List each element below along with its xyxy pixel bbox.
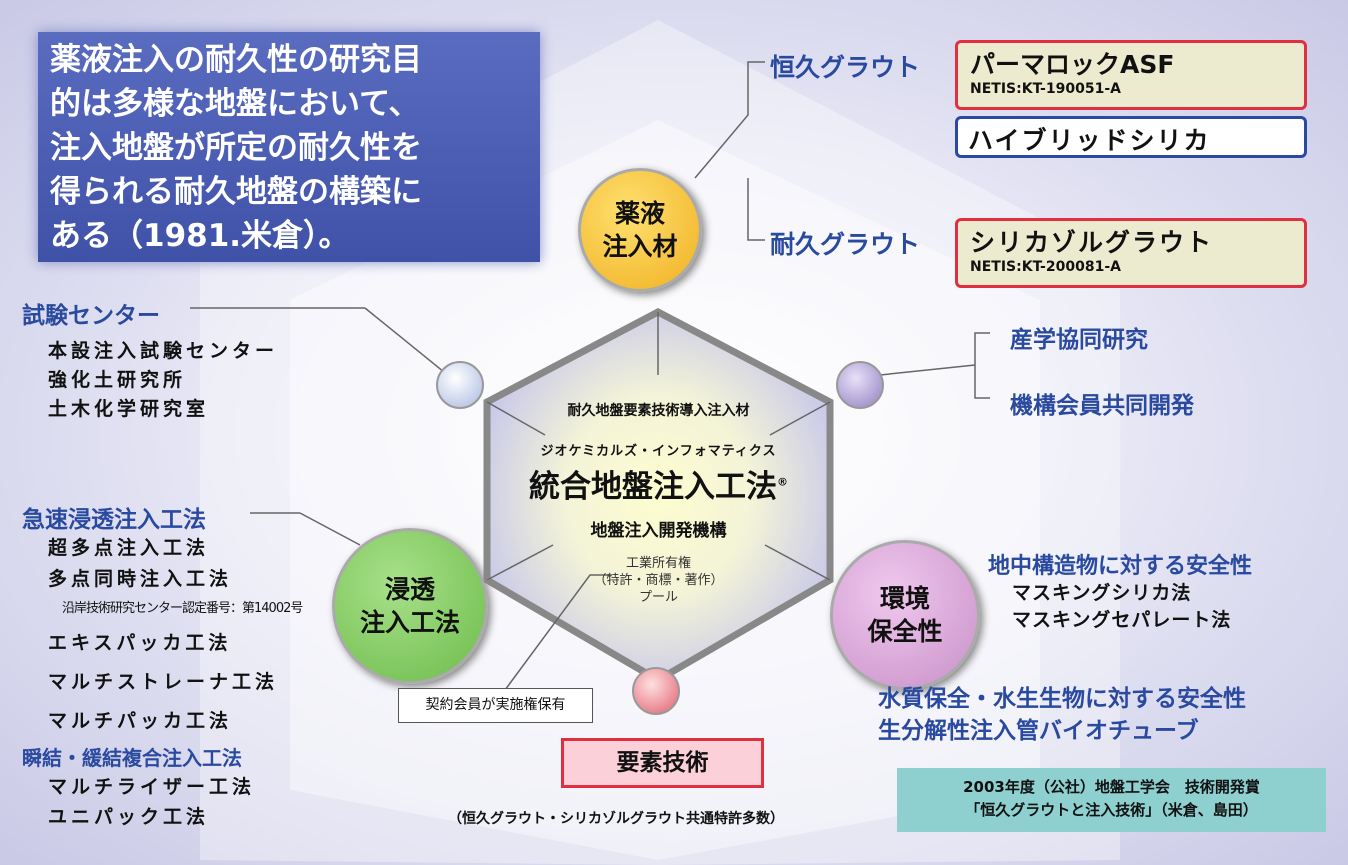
intro-line: 注入地盤が所定の耐久性を [50, 130, 422, 166]
test-item: 本設注入試験センター [48, 340, 279, 362]
durable-grout-label: 耐久グラウト [770, 230, 921, 259]
water-safety: 水質保全・水生生物に対する安全性生分解性注入管バイオチューブ [878, 683, 1246, 747]
test-center-list: 本設注入試験センター強化土研究所土木化学研究室 [48, 337, 278, 424]
silicasol-box: シリカゾルグラウト NETIS:KT-200081-A [955, 218, 1307, 288]
circle-label: 薬液 [614, 199, 665, 228]
circle-label: 注入材 [602, 232, 678, 261]
test-item: 土木化学研究室 [48, 398, 210, 420]
test-center-ball [436, 361, 484, 409]
intro-line: 的は多様な地盤において、 [50, 86, 420, 122]
intro-line: 得られる耐久地盤の構築に [50, 174, 422, 210]
method-item: 超多点注入工法 [48, 537, 210, 559]
more-method-list: エキスパッカ工法マルチストレーナ工法マルチパッカ工法 [48, 624, 278, 741]
asf-netis: NETIS:KT-190051-A [970, 81, 1121, 97]
method-item: ユニパック工法 [48, 806, 210, 828]
silicasol-name: シリカゾルグラウト [970, 228, 1214, 257]
hybrid-silica-box: ハイブリッドシリカ [955, 116, 1307, 158]
collab-ball [836, 361, 884, 409]
rapid-method-title: 急速浸透注入工法 [22, 507, 206, 533]
method-item: 多点同時注入工法 [48, 568, 233, 590]
safety-item: マスキングセパレート法 [1012, 609, 1232, 631]
center-title: 統合地盤注入工法 [529, 469, 777, 505]
ip-line: 工業所有権 [625, 556, 691, 571]
environment-circle: 環境保全性 [830, 540, 980, 690]
registered-mark: ® [777, 475, 788, 489]
center-kana: ジオケミカルズ・インフォマティクス [540, 444, 777, 459]
circle-label: 浸透 [384, 575, 435, 604]
intro-line: ある（1981.米倉）。 [50, 218, 350, 254]
rapid-method-list: 超多点注入工法多点同時注入工法 [48, 533, 232, 595]
test-center-title: 試験センター [22, 303, 160, 329]
water-line: 水質保全・水生生物に対する安全性 [878, 686, 1246, 712]
element-tech-box: 要素技術 [561, 738, 764, 788]
asf-box: パーマロックASF NETIS:KT-190051-A [955, 40, 1307, 110]
permeation-method-circle: 浸透注入工法 [332, 528, 488, 684]
chemical-grout-circle: 薬液注入材 [578, 168, 702, 292]
award-line: 「恒久グラウトと注入技術」（米倉、島田） [965, 801, 1258, 819]
element-ball [632, 667, 680, 715]
composite-method-title: 瞬結・緩結複合注入工法 [22, 746, 242, 770]
method-item: マルチパッカ工法 [48, 710, 233, 732]
safety-item: マスキングシリカ法 [1012, 582, 1192, 604]
ip-line: プール [638, 590, 678, 605]
composite-method-list: マルチライザー工法ユニパック工法 [48, 772, 255, 832]
award-box: 2003年度（公社）地盤工学会 技術開発賞「恒久グラウトと注入技術」（米倉、島田… [897, 768, 1326, 832]
circle-label: 環境 [879, 584, 930, 613]
safety-list: マスキングシリカ法マスキングセパレート法 [1012, 580, 1231, 634]
water-line: 生分解性注入管バイオチューブ [878, 718, 1199, 744]
collab-research: 産学協同研究 [1010, 327, 1148, 353]
certification-number: 沿岸技術研究センター認定番号：第14002号 [62, 601, 303, 616]
method-item: マルチライザー工法 [48, 776, 256, 798]
test-item: 強化土研究所 [48, 369, 187, 391]
intro-line: 薬液注入の耐久性の研究目 [50, 42, 422, 78]
center-hexagon-text: 耐久地盤要素技術導入注入材 ジオケミカルズ・インフォマティクス 統合地盤注入工法… [487, 400, 830, 606]
asf-name: パーマロックASF [970, 50, 1175, 79]
method-item: マルチストレーナ工法 [48, 671, 279, 693]
member-development: 機構会員共同開発 [1010, 393, 1194, 419]
circle-label: 保全性 [867, 617, 943, 646]
silicasol-netis: NETIS:KT-200081-A [970, 259, 1121, 275]
license-box: 契約会員が実施権保有 [398, 688, 593, 723]
patent-note: （恒久グラウト・シリカゾルグラウト共通特許多数） [448, 811, 784, 827]
center-org: 地盤注入開発機構 [590, 521, 727, 541]
circle-label: 注入工法 [359, 608, 460, 637]
center-subtitle: 耐久地盤要素技術導入注入材 [567, 403, 750, 419]
ip-pool: 工業所有権 （特許・商標・著作） プール [487, 555, 830, 606]
ip-line: （特許・商標・著作） [593, 573, 724, 588]
method-item: エキスパッカ工法 [48, 632, 232, 654]
award-line: 2003年度（公社）地盤工学会 技術開発賞 [963, 778, 1260, 796]
safety-title: 地中構造物に対する安全性 [988, 554, 1253, 579]
intro-text-box: 薬液注入の耐久性の研究目 的は多様な地盤において、 注入地盤が所定の耐久性を 得… [38, 32, 540, 262]
permanent-grout-label: 恒久グラウト [770, 53, 921, 82]
